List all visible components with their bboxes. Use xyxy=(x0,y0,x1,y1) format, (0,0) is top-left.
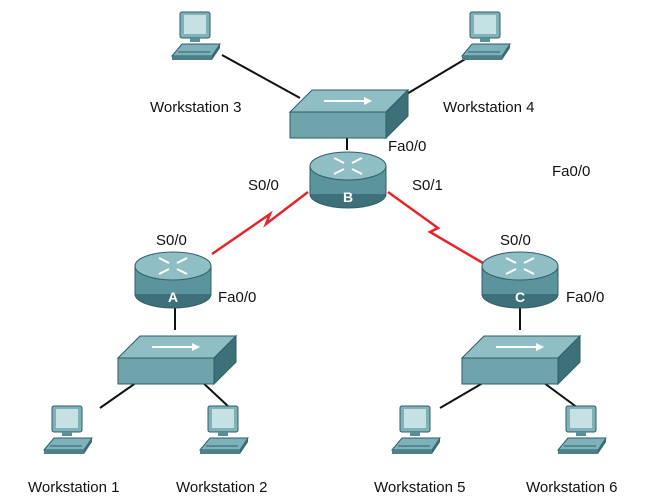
link-switch-c-ws5 xyxy=(439,379,489,409)
router-a: A xyxy=(134,251,212,309)
wan-link-b-c xyxy=(387,190,489,268)
router-b: B xyxy=(309,151,387,209)
workstation-1-icon xyxy=(43,405,93,455)
workstation-5-icon xyxy=(391,405,441,455)
workstation-6-label: Workstation 6 xyxy=(526,479,617,496)
switch-b-icon xyxy=(289,89,409,139)
router-a-fa0-0-label: Fa0/0 xyxy=(218,289,256,306)
router-c: C xyxy=(481,251,559,309)
router-c-fa0-0-label: Fa0/0 xyxy=(566,289,604,306)
workstation-3-label: Workstation 3 xyxy=(150,99,241,116)
link-ws4-switch-b xyxy=(399,54,473,99)
workstation-3-icon xyxy=(171,11,221,61)
router-b-letter: B xyxy=(343,189,353,205)
workstation-6-icon xyxy=(557,405,607,455)
stray-fa0-0-label: Fa0/0 xyxy=(552,163,590,180)
link-switch-c-ws6 xyxy=(539,379,579,409)
router-b-s0-1-label: S0/1 xyxy=(412,177,443,194)
workstation-1-label: Workstation 1 xyxy=(28,479,119,496)
workstation-4-icon xyxy=(461,11,511,61)
switch-c-icon xyxy=(461,335,581,385)
workstation-2-label: Workstation 2 xyxy=(176,479,267,496)
link-switch-a-ws1 xyxy=(99,379,141,409)
link-switch-a-ws2 xyxy=(199,379,231,409)
workstation-5-label: Workstation 5 xyxy=(374,479,465,496)
switch-a-icon xyxy=(117,335,237,385)
link-ws3-switch-b xyxy=(221,54,301,99)
router-c-letter: C xyxy=(515,289,525,305)
wan-link-a-b xyxy=(211,191,309,256)
router-a-s0-0-label: S0/0 xyxy=(156,232,187,249)
workstation-2-icon xyxy=(199,405,249,455)
router-a-letter: A xyxy=(168,289,178,305)
lan-links xyxy=(99,54,579,409)
router-b-fa0-0-label: Fa0/0 xyxy=(388,138,426,155)
router-b-s0-0-label: S0/0 xyxy=(248,177,279,194)
router-c-s0-0-label: S0/0 xyxy=(500,232,531,249)
workstation-4-label: Workstation 4 xyxy=(443,99,534,116)
